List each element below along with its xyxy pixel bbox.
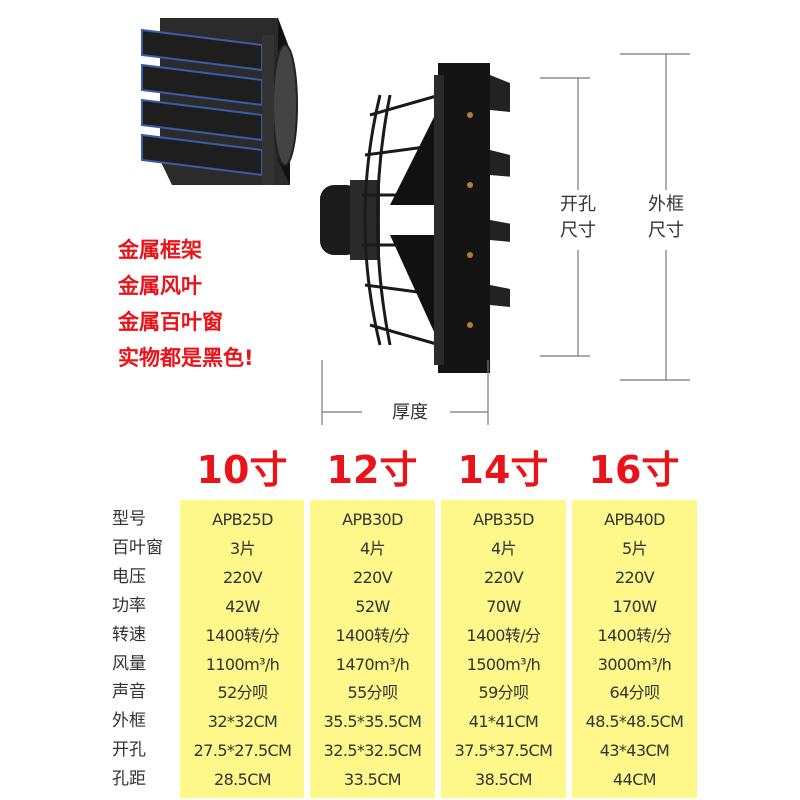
feature-metal-frame: 金属框架 [118, 238, 202, 262]
spec-cell: 44CM [613, 770, 657, 790]
spec-cell: 64分呗 [609, 683, 661, 703]
spec-cell: 32*32CM [207, 712, 278, 732]
spec-cell: APB35D [473, 510, 534, 529]
spec-cell: 4片 [491, 538, 517, 558]
spec-cell: 70W [486, 596, 521, 616]
spec-column-16in [572, 500, 697, 798]
spec-cell: 35.5*35.5CM [323, 712, 422, 732]
spec-label: 外框 [112, 711, 146, 732]
spec-label: 功率 [112, 595, 146, 616]
spec-label: 孔距 [112, 769, 146, 790]
spec-cell: 38.5CM [474, 770, 533, 790]
size-heading-14in: 14寸 [457, 448, 549, 492]
spec-cell: 5片 [622, 538, 648, 558]
spec-label: 电压 [112, 566, 146, 587]
spec-cell: 55分呗 [347, 683, 399, 703]
spec-cell: 48.5*48.5CM [585, 712, 684, 732]
spec-cell: 1100m³/h [205, 654, 280, 674]
spec-column-12in [310, 500, 435, 798]
spec-cell: 1500m³/h [466, 654, 541, 674]
spec-column-10in [180, 500, 304, 798]
spec-cell: 33.5CM [343, 770, 402, 790]
outer-frame-line-1: 外框 [648, 194, 684, 215]
spec-cell: APB30D [342, 510, 403, 529]
spec-cell: 1400转/分 [466, 625, 542, 645]
spec-cell: 220V [614, 567, 655, 587]
fan-front-photo [141, 18, 298, 185]
spec-cell: 37.5*37.5CM [454, 741, 553, 761]
outer-frame-line-2: 尺寸 [648, 220, 684, 241]
opening-size-label: 开孔 尺寸 [548, 192, 608, 244]
feature-metal-blades: 金属风叶 [118, 274, 202, 298]
fan-side-photo [320, 63, 510, 373]
spec-label: 转速 [112, 624, 146, 645]
size-heading-16in: 16寸 [588, 448, 680, 492]
spec-cell: 170W [612, 596, 658, 616]
size-heading-10in: 10寸 [196, 448, 288, 492]
thickness-label: 厚度 [392, 402, 428, 423]
spec-cell: 42W [225, 596, 260, 616]
spec-cell: 3000m³/h [597, 654, 672, 674]
spec-cell: 43*43CM [599, 741, 670, 761]
feature-color-note: 实物都是黑色! [118, 346, 254, 370]
spec-cell: 3片 [230, 538, 256, 558]
spec-label: 型号 [112, 509, 146, 529]
spec-label: 声音 [112, 682, 146, 703]
spec-cell: 1470m³/h [335, 654, 410, 674]
spec-cell: APB25D [212, 510, 273, 529]
spec-cell: 52W [355, 596, 390, 616]
spec-cell: 4片 [360, 538, 386, 558]
spec-cell: 41*41CM [468, 712, 539, 732]
spec-cell: APB40D [604, 510, 665, 529]
spec-cell: 32.5*32.5CM [323, 741, 422, 761]
spec-cell: 1400转/分 [597, 625, 673, 645]
spec-label: 百叶窗 [112, 537, 163, 558]
dimension-lines [321, 53, 690, 425]
spec-cell: 1400转/分 [205, 625, 281, 645]
outer-frame-size-label: 外框 尺寸 [636, 192, 696, 244]
spec-cell: 220V [483, 567, 524, 587]
opening-size-line-1: 开孔 [560, 194, 596, 215]
spec-cell: 220V [352, 567, 393, 587]
feature-callouts: 金属框架 金属风叶 金属百叶窗 实物都是黑色! [118, 232, 318, 376]
spec-cell: 27.5*27.5CM [193, 741, 292, 761]
spec-label: 开孔 [112, 740, 146, 761]
spec-column-14in [441, 500, 566, 798]
spec-cell: 28.5CM [213, 770, 272, 790]
opening-size-line-2: 尺寸 [560, 220, 596, 241]
spec-cell: 52分呗 [217, 683, 269, 703]
feature-metal-louvres: 金属百叶窗 [118, 310, 223, 334]
spec-cell: 59分呗 [478, 683, 530, 703]
spec-cell: 220V [222, 567, 263, 587]
spec-cell: 1400转/分 [335, 625, 411, 645]
spec-label: 风量 [112, 653, 146, 674]
size-heading-12in: 12寸 [326, 448, 418, 492]
